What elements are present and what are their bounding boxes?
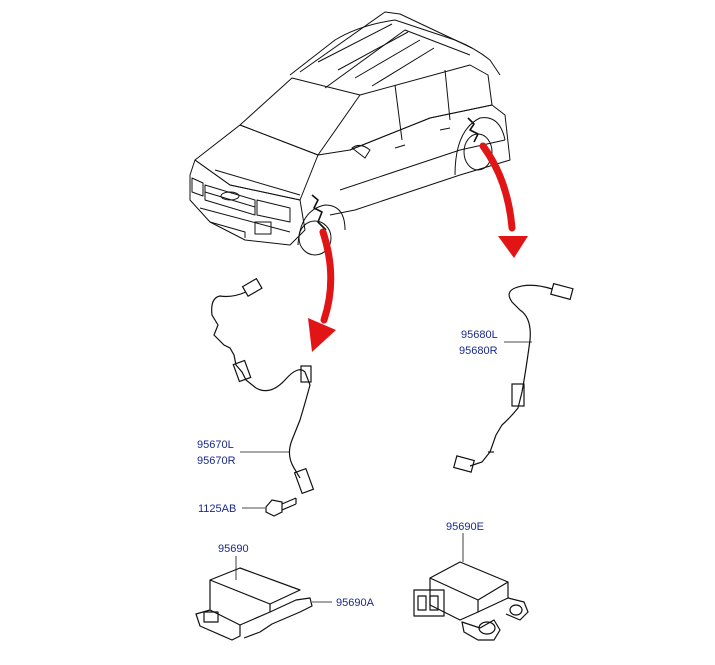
yaw-rate-sensor xyxy=(413,561,529,641)
label-95690e: 95690E xyxy=(446,521,484,533)
label-95690: 95690 xyxy=(218,543,249,555)
label-95670l: 95670L xyxy=(197,439,234,451)
vehicle-illustration xyxy=(189,11,511,256)
abs-control-module xyxy=(195,567,313,641)
rear-indicator-arrow xyxy=(479,142,528,258)
label-1125ab: 1125AB xyxy=(198,503,236,515)
bolt-part xyxy=(265,497,297,517)
label-95680l: 95680L xyxy=(461,329,498,341)
label-95680r: 95680R xyxy=(459,345,498,357)
front-wheel-speed-sensor xyxy=(211,277,315,495)
front-indicator-arrow xyxy=(308,228,336,352)
label-95690a: 95690A xyxy=(336,597,375,609)
rear-wheel-speed-sensor xyxy=(453,282,574,473)
part-labels: 95670L 95670R 95680L 95680R 1125AB 95690… xyxy=(197,329,498,609)
label-95670r: 95670R xyxy=(197,455,236,467)
leader-lines xyxy=(235,341,532,603)
